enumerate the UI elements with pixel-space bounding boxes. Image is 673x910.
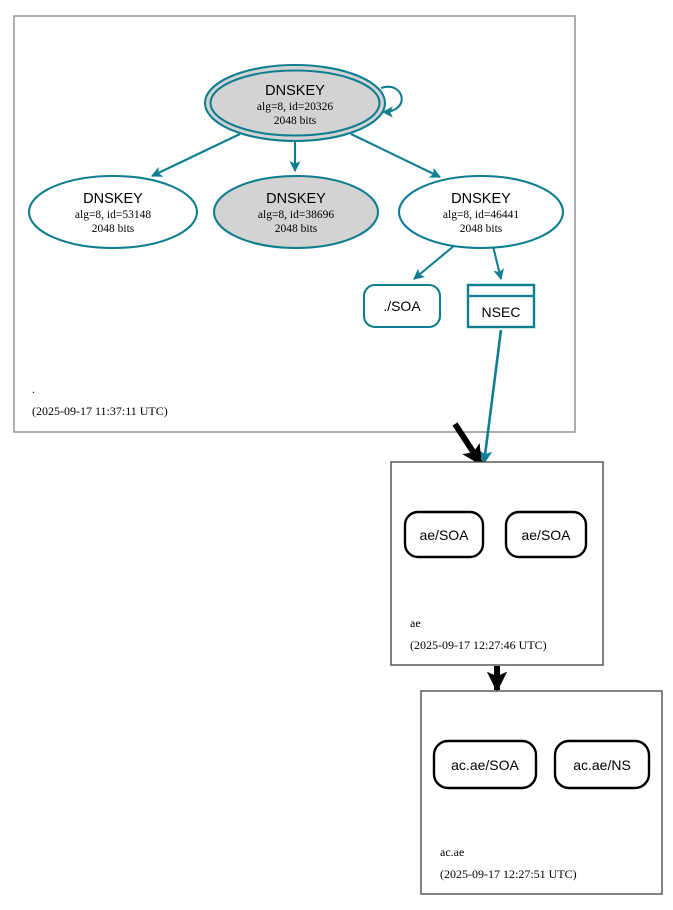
edge-ksk-to-dnskey-46441 [350, 133, 441, 178]
ae-soa-1-label: ae/SOA [419, 527, 469, 543]
dnskey-46441-size: 2048 bits [460, 223, 503, 235]
dnskey-38696-size: 2048 bits [275, 223, 318, 235]
edge-delegation-root-to-ae [452, 422, 484, 466]
dnskey-53148-ellipse [27, 174, 199, 250]
ac-ae-soa-label: ac.ae/SOA [451, 757, 519, 773]
zone-ac-ae: ac.ae/SOA ac.ae/NS ac.ae (2025-09-17 12:… [420, 690, 663, 895]
edge-ksk-self-signature [380, 85, 403, 118]
dnskey-53148-size: 2048 bits [92, 223, 135, 235]
dnskey-53148-title: DNSKEY [83, 191, 143, 207]
ae-soa-2-label: ae/SOA [521, 527, 571, 543]
dnskey-38696-params: alg=8, id=38696 [258, 209, 334, 221]
node-ae-soa-2[interactable]: ae/SOA [504, 510, 588, 559]
dnskey-46441-ellipse [397, 174, 565, 250]
ac-ae-ns-label: ac.ae/NS [573, 757, 631, 773]
edge-group-rrsig-dnskey [151, 85, 441, 178]
node-ae-soa-1[interactable]: ae/SOA [403, 510, 485, 559]
dnskey-46441-params: alg=8, id=46441 [443, 209, 519, 221]
root-nsec-box [466, 283, 536, 329]
edge-ksk-to-dnskey-53148 [151, 133, 241, 177]
node-dnskey-53148[interactable]: DNSKEY alg=8, id=53148 2048 bits [27, 174, 199, 250]
edge-group-rrsig-rrsets [413, 244, 504, 281]
zone-ae-boundary [390, 461, 604, 666]
edge-dnskey-46441-to-root-nsec [491, 245, 504, 281]
zone-ac-ae-name: ac.ae [440, 845, 464, 859]
node-root-nsec[interactable]: NSEC [466, 283, 536, 329]
zone-root-timestamp: (2025-09-17 11:37:11 UTC) [32, 404, 168, 418]
dnskey-46441-title: DNSKEY [451, 191, 511, 207]
ae-soa-2-box [504, 510, 588, 559]
zone-root-name: . [32, 382, 35, 396]
edge-nsec-to-zone-ae [478, 329, 503, 465]
zone-root: DNSKEY alg=8, id=20326 2048 bits DNSKEY … [13, 15, 576, 433]
zone-ac-ae-boundary [420, 690, 663, 895]
zone-ae: ae/SOA ae/SOA ae (2025-09-17 12:27:46 UT… [390, 461, 604, 666]
node-ac-ae-ns[interactable]: ac.ae/NS [553, 739, 651, 790]
zone-ae-name: ae [410, 616, 421, 630]
root-soa-label: ./SOA [383, 298, 421, 314]
node-root-soa[interactable]: ./SOA [362, 283, 442, 329]
dnskey-38696-title: DNSKEY [266, 191, 326, 207]
ae-soa-1-box [403, 510, 485, 559]
ac-ae-soa-box [432, 739, 538, 790]
dnskey-20326-params: alg=8, id=20326 [257, 101, 333, 113]
dnskey-20326-inner-ellipse [209, 69, 381, 137]
root-soa-box [362, 283, 442, 329]
zone-ac-ae-timestamp: (2025-09-17 12:27:51 UTC) [440, 867, 577, 881]
node-dnskey-46441[interactable]: DNSKEY alg=8, id=46441 2048 bits [397, 174, 565, 250]
node-ac-ae-soa[interactable]: ac.ae/SOA [432, 739, 538, 790]
dnskey-20326-size: 2048 bits [274, 115, 317, 127]
node-dnskey-20326[interactable]: DNSKEY alg=8, id=20326 2048 bits [203, 63, 387, 143]
ac-ae-ns-box [553, 739, 651, 790]
dnskey-38696-ellipse [212, 174, 380, 250]
node-dnskey-38696[interactable]: DNSKEY alg=8, id=38696 2048 bits [212, 174, 380, 250]
root-nsec-label: NSEC [482, 304, 521, 320]
zone-ae-timestamp: (2025-09-17 12:27:46 UTC) [410, 638, 547, 652]
edge-dnskey-46441-to-root-soa [413, 244, 456, 280]
dnskey-20326-title: DNSKEY [265, 83, 325, 99]
dnskey-53148-params: alg=8, id=53148 [75, 209, 151, 221]
